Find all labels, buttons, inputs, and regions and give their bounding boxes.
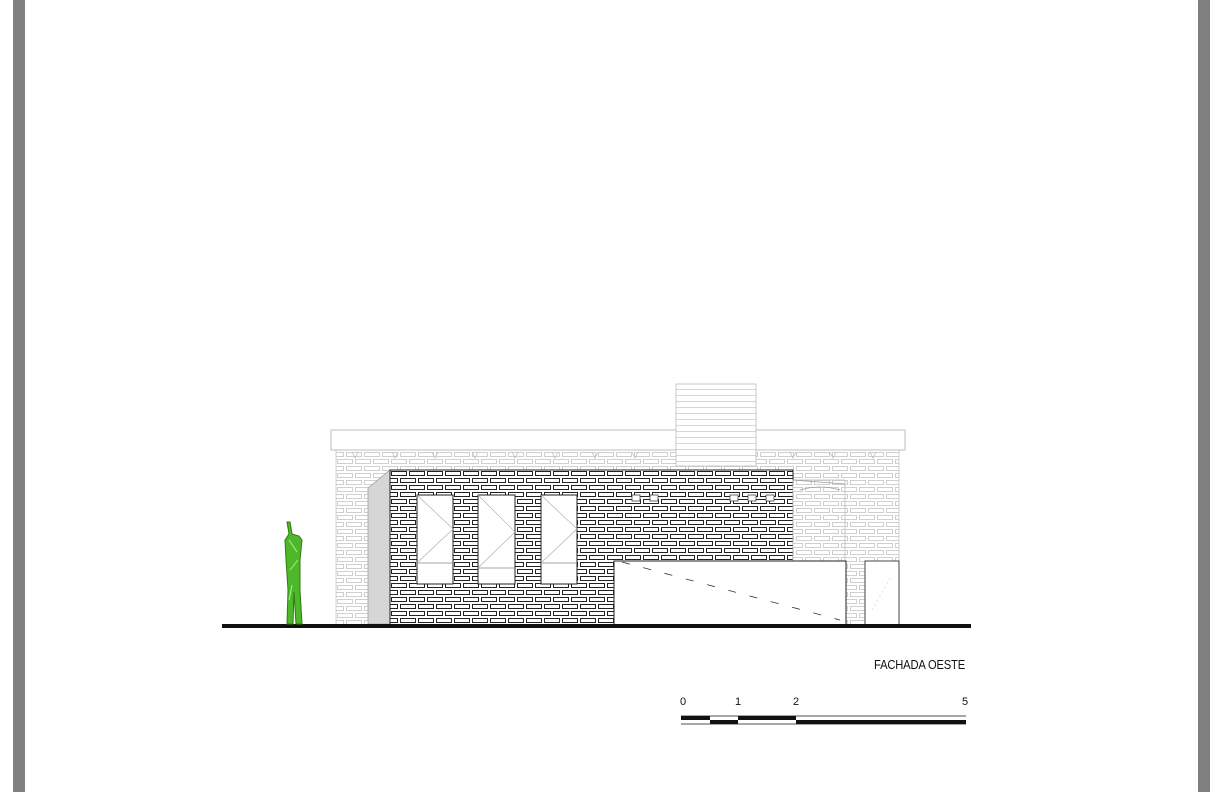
window-center: [477, 494, 516, 585]
scale-tick-1: 1: [735, 696, 742, 708]
wall-vents: [631, 494, 775, 502]
wall-shadow: [367, 469, 391, 625]
window-right: [540, 494, 578, 585]
garden-wall: [613, 560, 847, 626]
scale-bar: [681, 715, 966, 725]
garden-slope: [621, 561, 841, 621]
scale-tick-5: 5: [962, 696, 969, 708]
scale-tick-0: 0: [680, 696, 687, 708]
human-scale-figure: [284, 521, 303, 625]
side-gate: [864, 560, 900, 626]
drawing-title: FACHADA OESTE: [874, 657, 965, 672]
ground-line: [222, 624, 971, 628]
roof-brackets: [351, 451, 877, 459]
scale-tick-2: 2: [793, 696, 800, 708]
viewer-right-margin: [1198, 0, 1210, 792]
slatted-tower: [675, 383, 757, 467]
window-left: [416, 494, 454, 585]
viewer-left-margin: [13, 0, 25, 792]
side-awning: [792, 479, 846, 491]
drawing-page: [25, 0, 1198, 792]
roof-slab: [330, 429, 906, 451]
